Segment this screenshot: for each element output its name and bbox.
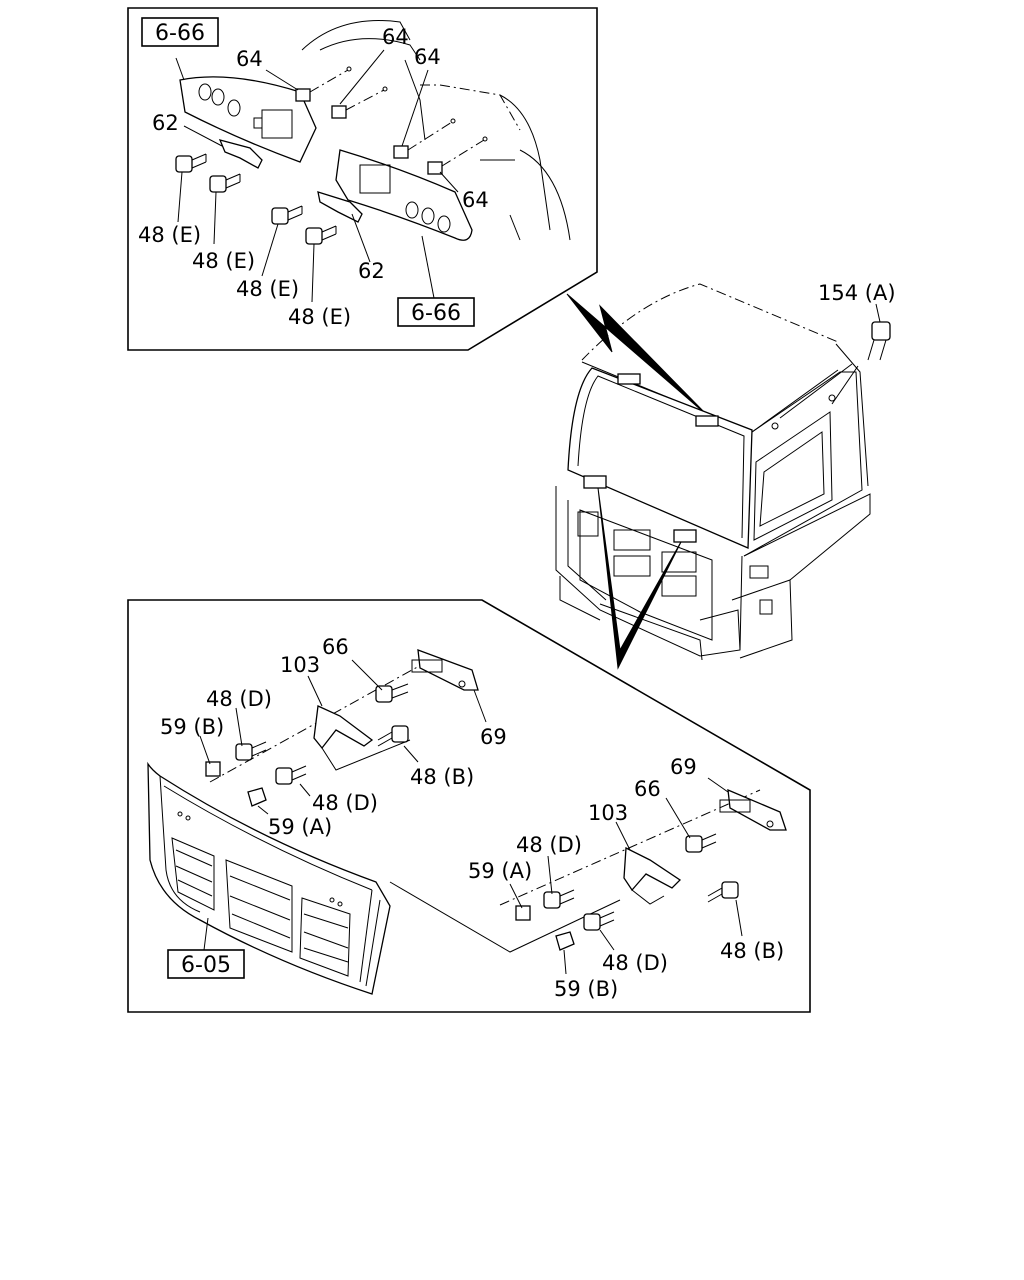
callout-103: 103	[280, 653, 320, 677]
clip-59b-upper	[205, 761, 221, 777]
callout-62: 62	[152, 111, 179, 135]
bracket-69-lower	[719, 788, 787, 831]
bolt-66-lower	[685, 833, 717, 853]
ref-box-top-right-text: 6-66	[411, 301, 461, 326]
callout-66: 66	[322, 635, 349, 659]
callout-154a: 154 (A)	[818, 281, 896, 305]
left-panel	[179, 76, 317, 163]
callout-103: 103	[588, 801, 628, 825]
clip-64-a	[295, 88, 311, 102]
callout-64: 64	[462, 188, 489, 212]
right-panel	[335, 149, 473, 241]
callout-48d: 48 (D)	[602, 951, 668, 975]
clip-59b-lower	[555, 931, 575, 951]
callout-64: 64	[236, 47, 263, 71]
callout-62: 62	[358, 259, 385, 283]
ref-box-top-left-text: 6-66	[155, 21, 205, 46]
callout-59b: 59 (B)	[554, 977, 618, 1001]
callout-48e: 48 (E)	[138, 223, 201, 247]
bracket-62-left	[218, 139, 263, 169]
clip-59a-lower	[515, 905, 531, 921]
bracket-62-right	[317, 191, 363, 223]
bolt-48e-3	[271, 205, 303, 225]
bolt-66-upper	[375, 683, 409, 703]
bracket-103-lower	[623, 846, 682, 905]
callout-66: 66	[634, 777, 661, 801]
callout-59a: 59 (A)	[468, 859, 532, 883]
bolt-154a	[867, 321, 891, 361]
bolt-48e-2	[209, 173, 241, 193]
bracket-69-upper	[411, 649, 479, 691]
callout-59b: 59 (B)	[160, 715, 224, 739]
callout-48e: 48 (E)	[288, 305, 351, 329]
bottom-inset: 6-05 66 103 48 (D) 59 (B) 69 48 (B) 48 (…	[127, 599, 811, 1013]
truck-cab: 154 (A)	[555, 281, 896, 670]
clip-64-d	[427, 161, 443, 175]
callout-59a: 59 (A)	[268, 815, 332, 839]
ref-box-bottom	[167, 949, 245, 979]
callout-48e: 48 (E)	[192, 249, 255, 273]
callout-48b: 48 (B)	[410, 765, 474, 789]
bolt-48d-lower-1	[543, 889, 575, 909]
ref-box-top-right	[397, 297, 475, 327]
clip-59a-upper	[247, 787, 267, 807]
callout-48b: 48 (B)	[720, 939, 784, 963]
clip-64-c	[393, 145, 409, 159]
callout-48d: 48 (D)	[312, 791, 378, 815]
bolt-48d-upper-2	[275, 765, 307, 785]
callout-69: 69	[670, 755, 697, 779]
clip-64-b	[331, 105, 347, 119]
ref-box-bottom-text: 6-05	[181, 953, 231, 978]
bracket-103-upper	[313, 705, 411, 771]
callout-48d: 48 (D)	[516, 833, 582, 857]
bolt-48d-lower-2	[583, 911, 615, 931]
bolt-48e-1	[175, 153, 207, 173]
bolt-48b-upper	[377, 725, 409, 747]
callout-64: 64	[414, 45, 441, 69]
bolt-48e-4	[305, 225, 337, 245]
callout-64: 64	[382, 25, 409, 49]
bolt-48b-lower	[707, 881, 739, 903]
bolt-48d-upper-1	[235, 741, 267, 761]
ref-box-top-left	[141, 17, 219, 47]
callout-48d: 48 (D)	[206, 687, 272, 711]
top-inset: 6-66 6-66 64 64 64 64 62 62 48 (E) 48 (E…	[127, 7, 598, 351]
grille-panel	[147, 761, 391, 995]
callout-69: 69	[480, 725, 507, 749]
callout-48e: 48 (E)	[236, 277, 299, 301]
